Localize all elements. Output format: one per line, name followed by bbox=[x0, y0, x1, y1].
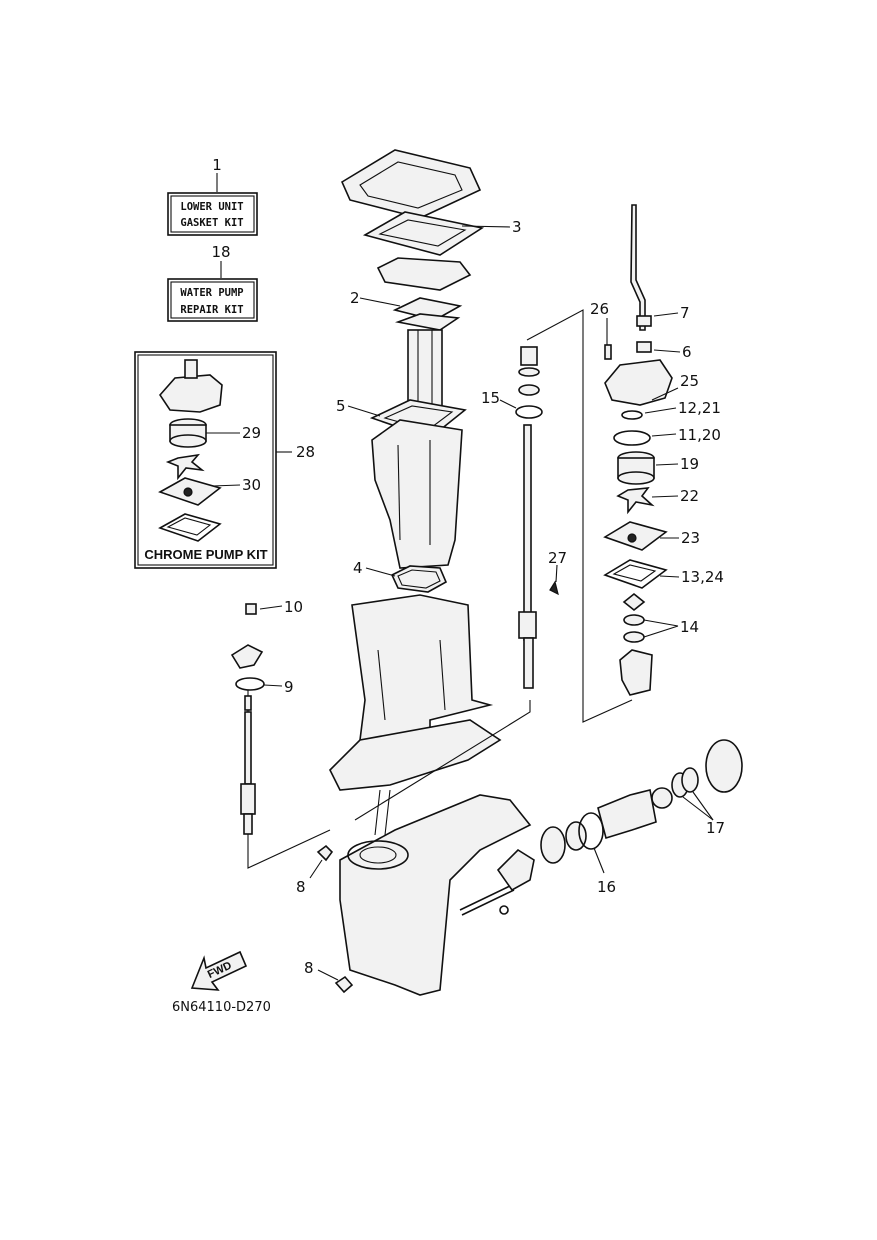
shift-rod: 10 9 bbox=[230, 598, 303, 835]
callout-9: 9 bbox=[284, 678, 294, 696]
upper-casing: 4 bbox=[353, 419, 463, 593]
callout-27: 27 bbox=[548, 549, 567, 567]
callout-15: 15 bbox=[481, 389, 500, 407]
callout-11-20: 11,20 bbox=[678, 426, 721, 444]
callout-2: 2 bbox=[350, 289, 360, 307]
callout-1: 1 bbox=[212, 156, 222, 174]
callout-30: 30 bbox=[242, 476, 261, 494]
kit-line-1: WATER PUMP bbox=[180, 287, 243, 299]
lower-unit-gasket-kit: LOWER UNIT GASKET KIT 1 bbox=[167, 156, 258, 236]
callout-25: 25 bbox=[680, 372, 699, 390]
callout-14: 14 bbox=[680, 618, 699, 636]
lower-casing bbox=[329, 594, 502, 791]
callout-5: 5 bbox=[336, 397, 346, 415]
callout-4: 4 bbox=[353, 559, 363, 577]
water-pump-repair-kit: WATER PUMP REPAIR KIT 18 bbox=[167, 243, 258, 322]
callout-18: 18 bbox=[211, 243, 230, 261]
callout-8-upper: 8 bbox=[296, 878, 306, 896]
callout-3: 3 bbox=[512, 218, 522, 236]
drawing-code: 6N64110-D270 bbox=[172, 1000, 271, 1015]
kit-line-1: LOWER UNIT bbox=[180, 201, 243, 213]
callout-6: 6 bbox=[682, 343, 692, 361]
callout-22: 22 bbox=[680, 487, 699, 505]
kit-line-2: REPAIR KIT bbox=[180, 304, 243, 316]
callout-8-lower: 8 bbox=[304, 959, 314, 977]
callout-13-24: 13,24 bbox=[681, 568, 724, 586]
gasket-stack: 3 2 bbox=[340, 149, 522, 331]
callout-26: 26 bbox=[590, 300, 609, 318]
callout-12-21: 12,21 bbox=[678, 399, 721, 417]
bolt-upper: 8 bbox=[296, 844, 334, 896]
callout-29: 29 bbox=[242, 424, 261, 442]
callout-10: 10 bbox=[284, 598, 303, 616]
water-pump-assembly: 7 6 26 25 12,21 11,20 19 22 23 13,24 bbox=[590, 204, 724, 696]
forward-arrow-icon: FWD bbox=[190, 950, 248, 991]
callout-7: 7 bbox=[680, 304, 690, 322]
gear-case bbox=[339, 789, 532, 996]
bolt-lower: 8 bbox=[304, 959, 354, 994]
drive-shaft: 15 27 bbox=[481, 346, 567, 689]
chrome-pump-kit: CHROME PUMP KIT 28 29 30 bbox=[134, 351, 315, 569]
callout-28: 28 bbox=[296, 443, 315, 461]
callout-17: 17 bbox=[706, 819, 725, 837]
callout-19: 19 bbox=[680, 455, 699, 473]
propeller-shaft-assembly: 16 17 bbox=[459, 739, 743, 916]
kit-line-2: GASKET KIT bbox=[180, 217, 243, 229]
callout-16: 16 bbox=[597, 878, 616, 896]
chrome-pump-kit-label: CHROME PUMP KIT bbox=[144, 547, 267, 562]
callout-23: 23 bbox=[681, 529, 700, 547]
